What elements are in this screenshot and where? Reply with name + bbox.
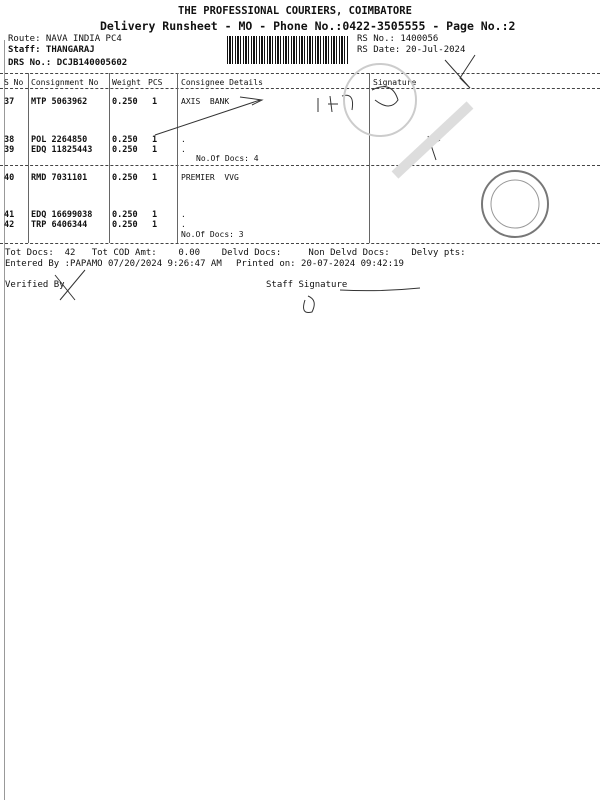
rs-number: RS No.: 1400056 bbox=[357, 34, 439, 44]
consignment-no: EDQ 16699038 bbox=[31, 210, 93, 220]
staff: Staff: THANGARAJ bbox=[8, 45, 95, 55]
sno: 41 bbox=[4, 210, 15, 220]
runsheet-subtitle: Delivery Runsheet - MO - Phone No.:0422-… bbox=[100, 19, 516, 33]
col-consignment: Consignment No bbox=[31, 78, 99, 87]
consignment-no: POL 2264850 bbox=[31, 135, 88, 145]
col-pcs: PCS bbox=[148, 78, 163, 87]
column-divider bbox=[369, 73, 370, 243]
column-divider bbox=[109, 73, 110, 243]
consignee: . bbox=[181, 135, 186, 144]
arrow-mark bbox=[154, 96, 264, 136]
divider bbox=[0, 165, 600, 166]
doc-count: No.Of Docs: 4 bbox=[196, 154, 259, 163]
divider bbox=[0, 243, 600, 244]
pcs: 1 bbox=[152, 220, 158, 230]
consignee: . bbox=[181, 145, 186, 154]
drs-number: DRS No.: DCJB140005602 bbox=[8, 58, 128, 68]
consignment-no: TRP 6406344 bbox=[31, 220, 88, 230]
doc-count: No.Of Docs: 3 bbox=[181, 230, 244, 239]
barcode bbox=[227, 36, 349, 64]
bank-stamp-rect bbox=[391, 101, 474, 179]
column-divider bbox=[28, 73, 29, 243]
divider bbox=[0, 73, 600, 74]
company-title: THE PROFESSIONAL COURIERS, COIMBATORE bbox=[178, 5, 412, 17]
sno: 38 bbox=[4, 135, 15, 145]
divider bbox=[0, 88, 600, 89]
weight: 0.250 bbox=[112, 210, 138, 220]
col-weight: Weight bbox=[112, 78, 141, 87]
col-signature: Signature bbox=[373, 78, 417, 87]
scan-edge bbox=[4, 40, 5, 800]
consignee: AXIS BANK bbox=[181, 97, 230, 106]
weight: 0.250 bbox=[112, 173, 138, 183]
sno: 39 bbox=[4, 145, 15, 155]
entered-by: Entered By :PAPAMO 07/20/2024 9:26:47 AM bbox=[5, 259, 222, 269]
pcs: 1 bbox=[152, 97, 158, 107]
weight: 0.250 bbox=[112, 145, 138, 155]
route: Route: NAVA INDIA PC4 bbox=[8, 34, 122, 44]
pcs: 1 bbox=[152, 210, 158, 220]
verified-signature bbox=[54, 269, 86, 301]
col-details: Consignee Details bbox=[181, 78, 263, 87]
totals: Tot Docs: 42 Tot COD Amt: 0.00 Delvd Doc… bbox=[5, 248, 466, 258]
consignment-no: RMD 7031101 bbox=[31, 173, 88, 183]
weight: 0.250 bbox=[112, 220, 138, 230]
column-divider bbox=[177, 73, 178, 243]
consignee: PREMIER VVG bbox=[181, 173, 239, 182]
verified-by-label: Verified By bbox=[5, 280, 65, 290]
col-sno: S No bbox=[4, 78, 24, 87]
staff-signature bbox=[303, 287, 421, 313]
staff-signature-label: Staff Signature bbox=[266, 280, 348, 290]
consignee: . bbox=[181, 220, 186, 229]
rs-date: RS Date: 20-Jul-2024 bbox=[357, 45, 466, 55]
bank-stamp bbox=[343, 63, 417, 137]
sno: 42 bbox=[4, 220, 15, 230]
pcs: 1 bbox=[152, 135, 158, 145]
weight: 0.250 bbox=[112, 97, 138, 107]
printed-on: Printed on: 20-07-2024 09:42:19 bbox=[236, 259, 404, 269]
consignment-no: MTP 5063962 bbox=[31, 97, 88, 107]
consignment-no: EDQ 11825443 bbox=[31, 145, 93, 155]
weight: 0.250 bbox=[112, 135, 138, 145]
round-stamp bbox=[481, 170, 549, 238]
sno: 40 bbox=[4, 173, 15, 183]
signature-scribble bbox=[317, 86, 399, 113]
pcs: 1 bbox=[152, 173, 158, 183]
sno: 37 bbox=[4, 97, 15, 107]
consignee: . bbox=[181, 210, 186, 219]
pcs: 1 bbox=[152, 145, 158, 155]
